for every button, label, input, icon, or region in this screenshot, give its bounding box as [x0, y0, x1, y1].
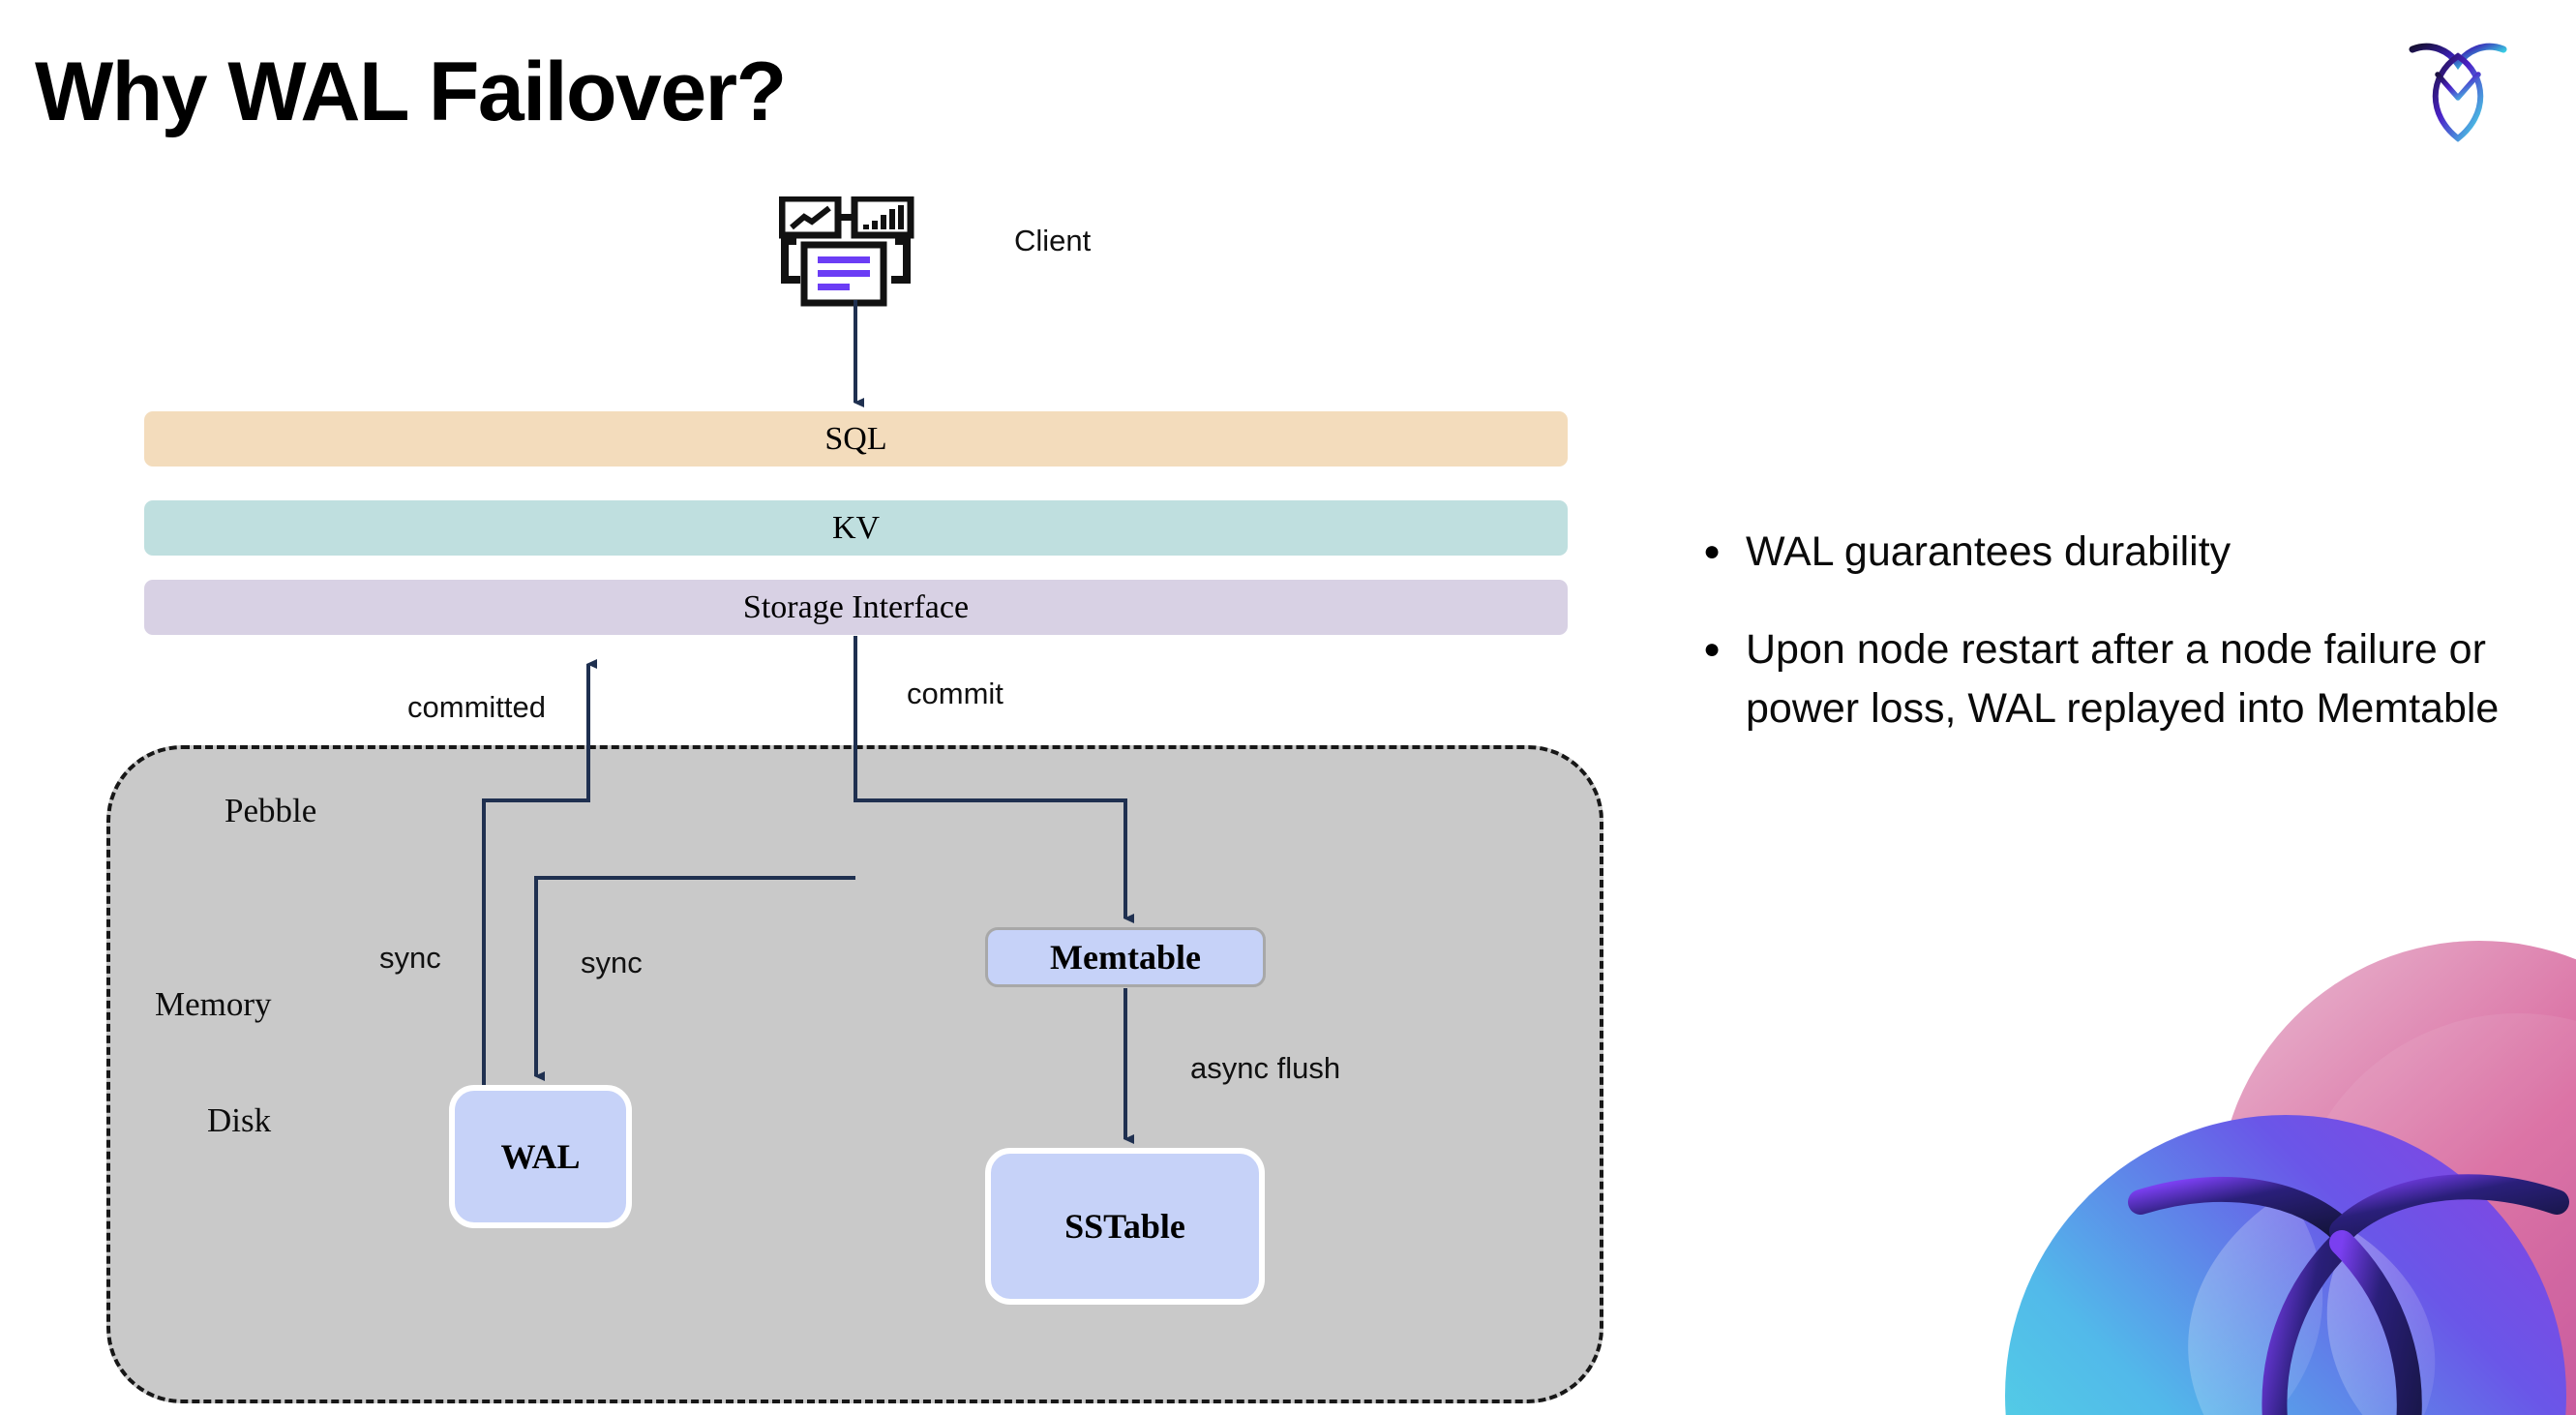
list-item: ● WAL guarantees durability: [1703, 523, 2506, 582]
memory-label: Memory: [155, 985, 272, 1023]
client-label: Client: [1014, 224, 1092, 257]
node-label-wal: WAL: [500, 1137, 581, 1176]
bullet-marker-icon: ●: [1703, 633, 1722, 665]
bullet-text: Upon node restart after a node failure o…: [1746, 626, 2500, 732]
pebble-container: [106, 745, 1603, 1403]
bullet-text: WAL guarantees durability: [1746, 528, 2232, 575]
edge-label-async-flush: async flush: [1190, 1051, 1341, 1085]
layer-label-kv: KV: [831, 509, 881, 546]
layer-bar-storage-interface: Storage Interface: [144, 580, 1568, 635]
node-wal: WAL: [449, 1085, 632, 1228]
node-memtable: Memtable: [985, 927, 1266, 987]
list-item: ● Upon node restart after a node failure…: [1703, 620, 2506, 738]
decorative-circles-icon: [1937, 912, 2576, 1415]
node-sstable: SSTable: [985, 1148, 1265, 1305]
edge-label-commit: commit: [907, 677, 1003, 710]
layer-label-storage-interface: Storage Interface: [742, 588, 970, 625]
layer-bar-kv: KV: [144, 500, 1568, 556]
pebble-label: Pebble: [225, 792, 317, 829]
bullet-marker-icon: ●: [1703, 535, 1722, 567]
layer-label-sql: SQL: [824, 420, 887, 457]
edge-label-sync-left: sync: [379, 941, 441, 975]
bullet-list: ● WAL guarantees durability ● Upon node …: [1703, 523, 2506, 777]
node-label-memtable: Memtable: [1050, 938, 1201, 977]
client-dashboard-icon: [778, 195, 929, 313]
edge-label-sync-right: sync: [581, 946, 643, 979]
node-label-sstable: SSTable: [1064, 1207, 1185, 1246]
edge-label-committed: committed: [407, 690, 546, 724]
page-title: Why WAL Failover?: [35, 45, 787, 138]
cockroachdb-logo-icon: [2405, 32, 2511, 143]
layer-bar-sql: SQL: [144, 411, 1568, 467]
disk-label: Disk: [207, 1101, 272, 1139]
architecture-diagram: Client SQL KV Storage Interface Pebble M…: [106, 195, 1603, 1403]
